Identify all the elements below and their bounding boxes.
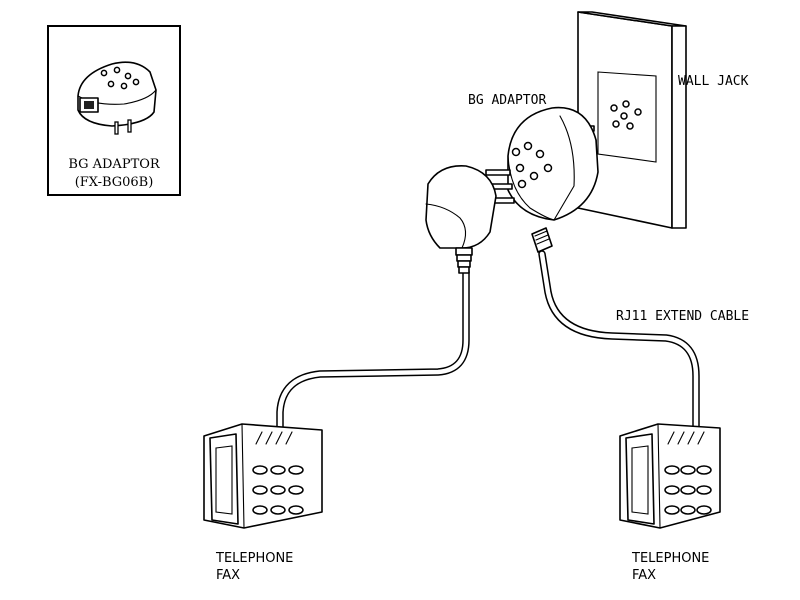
label-wall-jack: WALL JACK [678, 74, 749, 89]
label-fax-left: FAX [216, 568, 240, 583]
label-fax-right: FAX [632, 568, 656, 583]
inset-label-name: BG ADAPTOR [68, 157, 161, 172]
label-telephone-right: TELEPHONE [631, 551, 709, 566]
inset-adaptor-image [77, 61, 157, 135]
inset-panel: BG ADAPTOR (FX-BG06B) [47, 25, 181, 196]
rj11-extend-cable [538, 250, 700, 432]
label-telephone-left: TELEPHONE [215, 551, 293, 566]
handset-left [209, 433, 239, 525]
label-bg-adaptor: BG ADAPTOR [468, 93, 546, 108]
inset-label-model: (FX-BG06B) [75, 175, 154, 190]
label-rj11-extend-cable: RJ11 EXTEND CABLE [616, 309, 749, 324]
handset-right [625, 433, 655, 525]
phone-plug [425, 165, 515, 274]
left-cable [276, 268, 470, 436]
keypad-left [252, 465, 304, 515]
keypad-right [664, 465, 712, 515]
telephone-right [619, 423, 721, 529]
telephone-left [203, 423, 323, 529]
wall-jack-plate [577, 11, 687, 229]
rj11-plug [531, 227, 553, 253]
